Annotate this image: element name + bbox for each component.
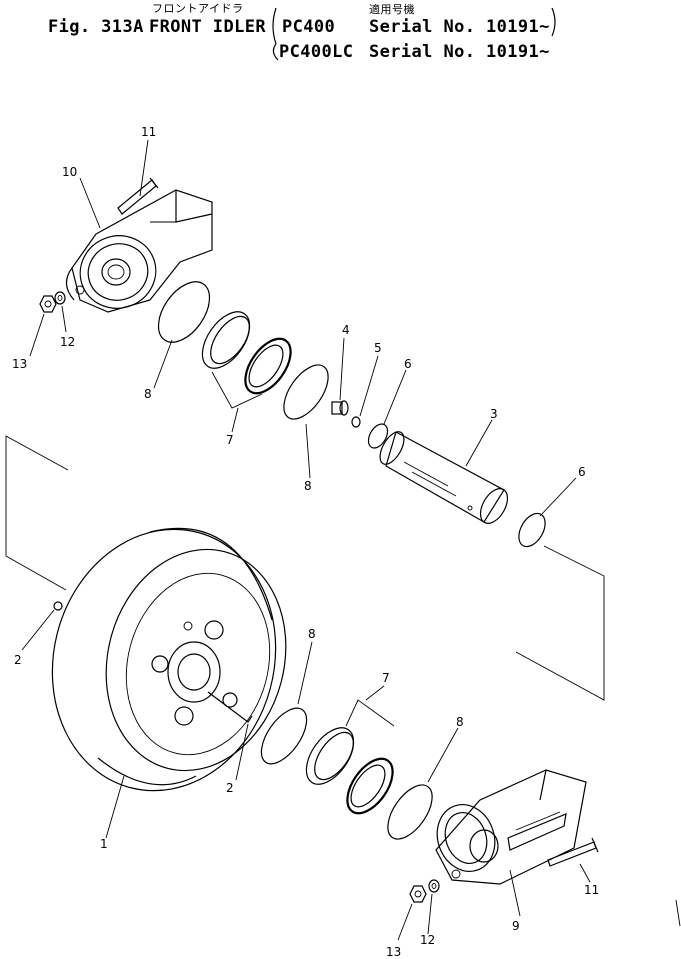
lower-idler-support bbox=[435, 769, 587, 885]
lower-washer-nut bbox=[409, 879, 440, 903]
callout-8: 8 bbox=[304, 479, 312, 493]
callout-8: 8 bbox=[144, 387, 152, 401]
jp-title: フロントアイドラ bbox=[152, 2, 244, 15]
callout-12: 12 bbox=[420, 933, 435, 947]
jp-applicable-label: 適用号機 bbox=[369, 3, 415, 16]
callout-11: 11 bbox=[584, 883, 599, 897]
lower-bolt bbox=[547, 837, 599, 867]
figure-label: Fig. 313A bbox=[48, 17, 144, 37]
callout-8: 8 bbox=[456, 715, 464, 729]
callout-leaders bbox=[21, 139, 591, 941]
figure-title: FRONT IDLER bbox=[149, 17, 266, 37]
callout-6: 6 bbox=[404, 357, 412, 371]
callout-7: 7 bbox=[226, 433, 234, 447]
callout-12: 12 bbox=[60, 335, 75, 349]
model-pc400: PC400 bbox=[282, 17, 336, 37]
model-pc400lc: PC400LC bbox=[279, 42, 354, 62]
callout-13: 13 bbox=[386, 945, 401, 959]
callout-10: 10 bbox=[62, 165, 77, 179]
callout-3: 3 bbox=[490, 407, 498, 421]
callout-13: 13 bbox=[12, 357, 27, 371]
callout-7: 7 bbox=[382, 671, 390, 685]
callout-9: 9 bbox=[512, 919, 520, 933]
callout-numbers: 11 10 13 12 8 7 8 4 5 6 3 6 2 2 8 7 8 1 … bbox=[12, 125, 599, 959]
upper-rings bbox=[157, 281, 329, 420]
serial-pc400lc: Serial No. 10191~ bbox=[369, 42, 550, 62]
callout-2: 2 bbox=[226, 781, 234, 795]
idler-wheel bbox=[51, 527, 287, 792]
pin-left bbox=[53, 601, 63, 611]
callout-8: 8 bbox=[308, 627, 316, 641]
callout-11: 11 bbox=[141, 125, 156, 139]
serial-pc400: Serial No. 10191~ bbox=[369, 17, 550, 37]
callout-1: 1 bbox=[100, 837, 108, 851]
header-brackets bbox=[272, 7, 556, 61]
assembly-leader-lines bbox=[5, 435, 605, 701]
upper-bolt bbox=[117, 177, 159, 215]
callout-5: 5 bbox=[374, 341, 382, 355]
callout-2: 2 bbox=[14, 653, 22, 667]
edge-mark bbox=[675, 899, 681, 927]
upper-idler-support bbox=[65, 189, 213, 313]
plug-and-small-rings bbox=[331, 400, 389, 449]
ring-right bbox=[518, 512, 546, 548]
lower-rings bbox=[260, 699, 433, 840]
upper-washer-nut bbox=[39, 291, 66, 313]
idler-shaft bbox=[379, 431, 509, 524]
callout-4: 4 bbox=[342, 323, 350, 337]
callout-6: 6 bbox=[578, 465, 586, 479]
